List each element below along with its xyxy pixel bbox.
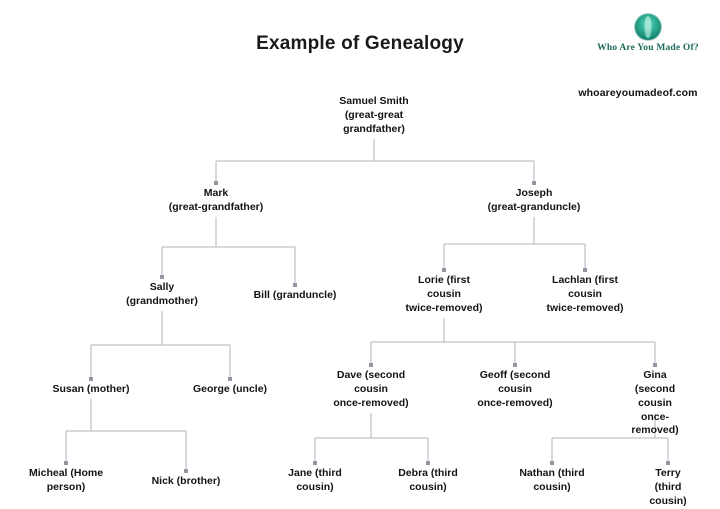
node-marker-terry bbox=[666, 461, 670, 465]
node-marker-sally bbox=[160, 275, 164, 279]
page-title: Example of Genealogy bbox=[256, 33, 464, 54]
node-marker-joseph bbox=[532, 181, 536, 185]
node-marker-nick bbox=[184, 469, 188, 473]
node-marker-jane bbox=[313, 461, 317, 465]
tree-node-joseph: Joseph (great-granduncle) bbox=[487, 187, 581, 213]
tree-node-nathan: Nathan (third cousin) bbox=[519, 467, 585, 493]
node-marker-lachlan bbox=[583, 268, 587, 272]
tree-node-lachlan: Lachlan (first cousin twice-removed) bbox=[546, 274, 624, 314]
node-marker-lorie bbox=[442, 268, 446, 272]
tree-node-micheal: Micheal (Home person) bbox=[28, 467, 104, 493]
brand-name: Who Are You Made Of? bbox=[597, 43, 699, 53]
node-marker-geoff bbox=[513, 363, 517, 367]
node-marker-debra bbox=[426, 461, 430, 465]
brand-url: whoareyoumadeof.com bbox=[578, 87, 698, 99]
node-marker-susan bbox=[89, 377, 93, 381]
node-marker-micheal bbox=[64, 461, 68, 465]
tree-node-jane: Jane (third cousin) bbox=[288, 467, 342, 493]
tree-node-lorie: Lorie (first cousin twice-removed) bbox=[405, 274, 483, 314]
node-marker-nathan bbox=[550, 461, 554, 465]
tree-node-susan: Susan (mother) bbox=[52, 383, 130, 395]
tree-node-samuel: Samuel Smith (great-great grandfather) bbox=[339, 95, 409, 135]
tree-node-bill: Bill (granduncle) bbox=[253, 289, 337, 301]
node-marker-gina bbox=[653, 363, 657, 367]
tree-node-gina: Gina (second cousin once-removed) bbox=[631, 369, 679, 437]
node-marker-mark bbox=[214, 181, 218, 185]
globe-emblem-icon bbox=[635, 14, 661, 40]
tree-node-debra: Debra (third cousin) bbox=[398, 467, 458, 493]
tree-node-george: George (uncle) bbox=[192, 383, 268, 395]
tree-node-dave: Dave (second cousin once-removed) bbox=[333, 369, 409, 409]
node-marker-dave bbox=[369, 363, 373, 367]
brand-logo: Who Are You Made Of? bbox=[576, 14, 720, 55]
tree-node-mark: Mark (great-grandfather) bbox=[168, 187, 264, 213]
tree-node-geoff: Geoff (second cousin once-removed) bbox=[477, 369, 553, 409]
node-marker-george bbox=[228, 377, 232, 381]
tree-node-sally: Sally (grandmother) bbox=[126, 281, 198, 307]
tree-node-terry: Terry (third cousin) bbox=[649, 467, 687, 507]
node-marker-bill bbox=[293, 283, 297, 287]
tree-node-nick: Nick (brother) bbox=[151, 475, 221, 487]
